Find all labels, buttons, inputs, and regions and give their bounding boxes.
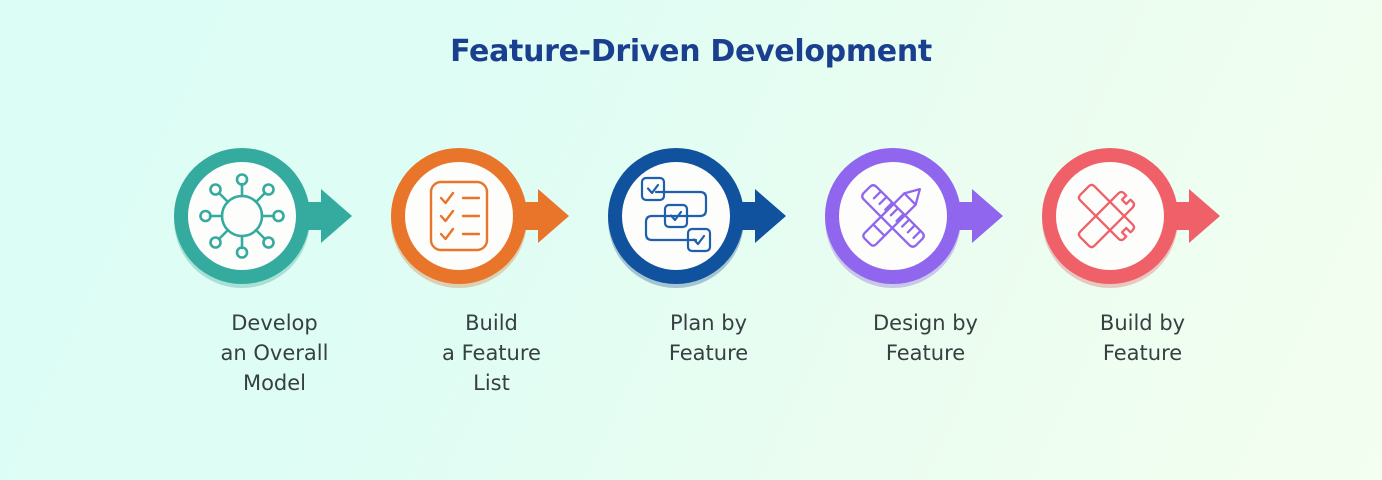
- step-1-label: Develop an Overall Model: [220, 311, 329, 395]
- checklist-icon: [429, 180, 488, 252]
- process-step-4[interactable]: Design by Feature: [817, 140, 1034, 398]
- crossed-wrenches-icon: [1077, 183, 1135, 249]
- step-4-label: Design by Feature: [873, 311, 978, 365]
- step-3-label: Plan by Feature: [668, 311, 749, 365]
- step-4-ring: [824, 148, 961, 288]
- step-2-label: Build a Feature List: [442, 311, 541, 395]
- step-2-graphic: [390, 148, 569, 288]
- step-2-badge: [383, 140, 601, 292]
- step-3-graphic: [607, 148, 786, 288]
- process-step-2[interactable]: Build a Feature List: [383, 140, 600, 398]
- step-5-ring: [1041, 148, 1178, 288]
- step-1-graphic: [173, 148, 352, 288]
- page-title: Feature-Driven Development: [450, 34, 932, 69]
- step-4-badge: [817, 140, 1035, 292]
- step-5-label: Build by Feature: [1099, 311, 1186, 365]
- step-5-graphic: [1041, 148, 1220, 288]
- step-3-badge: [600, 140, 818, 292]
- step-5-badge: [1034, 140, 1252, 292]
- process-step-1[interactable]: Develop an Overall Model: [166, 140, 383, 398]
- ruler-pencil-icon: [860, 184, 925, 248]
- process-step-5[interactable]: Build by Feature: [1034, 140, 1251, 398]
- step-1-badge: [166, 140, 384, 292]
- process-step-3[interactable]: Plan by Feature: [600, 140, 817, 398]
- step-2-ring: [390, 148, 527, 288]
- step-4-graphic: [824, 148, 1003, 288]
- flowchart-checkbox-icon: [640, 176, 711, 253]
- process-steps-row: Develop an Overall Model: [0, 140, 1382, 398]
- network-hub-icon: [198, 173, 285, 259]
- step-1-ring: [173, 148, 310, 288]
